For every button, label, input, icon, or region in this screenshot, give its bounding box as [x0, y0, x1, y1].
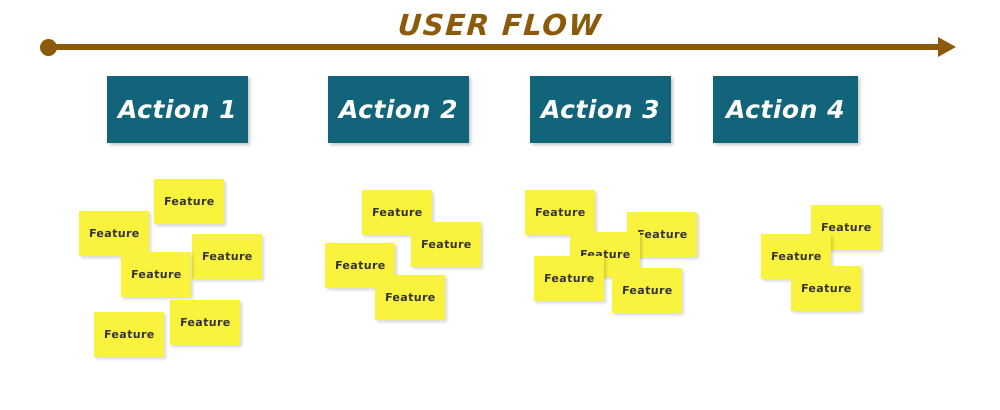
axis-line	[48, 44, 946, 50]
axis-arrowhead-icon	[938, 37, 956, 57]
sticky-note[interactable]: Feature	[170, 300, 240, 345]
sticky-note-label: Feature	[534, 206, 586, 219]
sticky-note-label: Feature	[371, 206, 423, 219]
sticky-note-label: Feature	[543, 272, 595, 285]
action-box-2[interactable]: Action 2	[328, 76, 469, 143]
action-box-label: Action 1	[118, 95, 237, 124]
sticky-note[interactable]: Feature	[375, 275, 445, 320]
sticky-note[interactable]: Feature	[121, 252, 191, 297]
sticky-note[interactable]: Feature	[94, 312, 164, 357]
sticky-note-label: Feature	[636, 228, 688, 241]
sticky-note-label: Feature	[334, 259, 386, 272]
sticky-note-label: Feature	[770, 250, 822, 263]
sticky-note[interactable]: Feature	[791, 266, 861, 311]
sticky-note-label: Feature	[201, 250, 253, 263]
sticky-note-label: Feature	[800, 282, 852, 295]
action-box-label: Action 2	[339, 95, 458, 124]
action-box-label: Action 4	[726, 95, 845, 124]
sticky-note-label: Feature	[88, 227, 140, 240]
sticky-note[interactable]: Feature	[534, 256, 604, 301]
action-box-label: Action 3	[541, 95, 660, 124]
sticky-note-label: Feature	[621, 284, 673, 297]
sticky-note[interactable]: Feature	[411, 222, 481, 267]
action-box-1[interactable]: Action 1	[107, 76, 248, 143]
sticky-note-label: Feature	[384, 291, 436, 304]
sticky-note[interactable]: Feature	[192, 234, 262, 279]
sticky-note[interactable]: Feature	[154, 179, 224, 224]
sticky-note[interactable]: Feature	[79, 211, 149, 256]
sticky-note-label: Feature	[103, 328, 155, 341]
sticky-note-label: Feature	[163, 195, 215, 208]
sticky-note-label: Feature	[420, 238, 472, 251]
action-box-4[interactable]: Action 4	[713, 76, 858, 143]
action-box-3[interactable]: Action 3	[530, 76, 671, 143]
sticky-note-label: Feature	[179, 316, 231, 329]
sticky-note-label: Feature	[130, 268, 182, 281]
sticky-note[interactable]: Feature	[525, 190, 595, 235]
user-flow-axis	[40, 36, 960, 58]
sticky-note-label: Feature	[820, 221, 872, 234]
sticky-note[interactable]: Feature	[612, 268, 682, 313]
